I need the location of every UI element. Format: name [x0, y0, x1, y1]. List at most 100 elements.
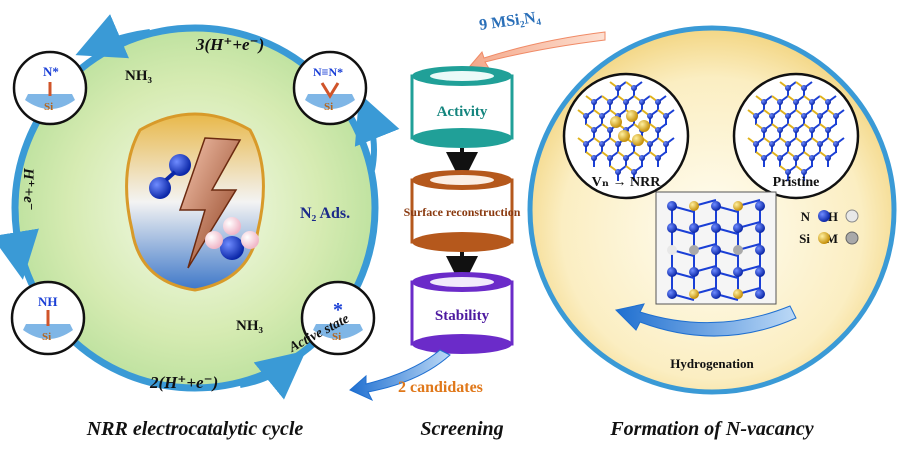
stage-activity-label: Activity — [437, 104, 488, 120]
n-atom — [793, 99, 799, 105]
n-atom — [583, 113, 589, 119]
slab-n-atom — [667, 223, 677, 233]
n-atom — [663, 141, 669, 147]
legend-swatch-n — [818, 210, 830, 222]
n-atom — [761, 127, 767, 133]
slab-si-atom — [733, 201, 743, 211]
slab-n-atom — [667, 267, 677, 277]
node-bottom-right-upper: * — [333, 299, 343, 321]
n-atom — [753, 113, 759, 119]
cycle-arrow-bottom — [239, 350, 306, 400]
node-top-right: N≡N* Si — [292, 50, 368, 126]
nrr-label: Vₙ → NRR — [592, 175, 662, 190]
node-top-left-upper: N* — [43, 64, 59, 79]
legend-si: Si — [799, 231, 810, 246]
n-atom — [583, 141, 589, 147]
n-atom — [769, 113, 775, 119]
slab-n-atom — [733, 267, 743, 277]
step-2-label: 2(H⁺+e⁻) — [149, 373, 218, 392]
n-atom — [647, 113, 653, 119]
node-bottom-right: * Si — [300, 280, 376, 356]
input-arrow — [469, 31, 606, 71]
nh3-molecule-n — [220, 236, 244, 260]
n-atom — [655, 127, 661, 133]
slab-n-atom — [689, 223, 699, 233]
n-atom — [809, 99, 815, 105]
node-top-left: N* Si — [12, 50, 88, 126]
n-atom — [663, 113, 669, 119]
slab-n-atom — [755, 201, 765, 211]
n-atom — [615, 169, 621, 175]
nh3-top-label: NH₃ — [125, 68, 153, 84]
n-atom — [801, 141, 807, 147]
legend-swatch-h — [845, 209, 859, 223]
node-bottom-left-lower: Si — [42, 331, 51, 343]
slab-h-atom — [667, 245, 677, 255]
n-atom — [623, 155, 629, 161]
slab-n-atom — [689, 267, 699, 277]
stage-stability-label: Stability — [435, 308, 490, 324]
vacancy-caption: Formation of N-vacancy — [609, 418, 813, 440]
step-1-label: H⁺+e⁻ — [20, 167, 36, 211]
si-atom — [618, 130, 630, 142]
slab-n-atom — [755, 223, 765, 233]
n-atom — [631, 169, 637, 175]
cycle-panel: 3(H⁺+e⁻) 2(H⁺+e⁻) H⁺+e⁻ NH₃ NH₃ N₂ Ads. … — [0, 14, 400, 440]
inset-pristine: Pristine — [732, 72, 860, 200]
n-atom — [785, 85, 791, 91]
si-atom — [632, 134, 644, 146]
n-atom — [591, 99, 597, 105]
atom-legend: H N M Si — [799, 209, 859, 246]
legend-n: N — [801, 209, 811, 224]
n-atom — [801, 169, 807, 175]
slab-m-atom — [733, 245, 743, 255]
n-atom — [631, 85, 637, 91]
slab-si-atom — [689, 289, 699, 299]
hydrogenation-label: Hydrogenation — [670, 356, 754, 371]
n-atom — [825, 127, 831, 133]
cycle-arrow-top — [75, 14, 151, 59]
n-atom — [793, 127, 799, 133]
n-atom — [777, 155, 783, 161]
si-atom — [638, 120, 650, 132]
hydrogenation-arrow — [614, 303, 797, 337]
screen-stage-stability: Stability — [410, 272, 514, 354]
slab-n-atom — [711, 267, 721, 277]
screening-panel: 9 MSi₂N₄ Activity Surface reconstruction… — [349, 9, 606, 440]
n-atom — [761, 99, 767, 105]
n-atom — [599, 113, 605, 119]
node-top-left-lower: Si — [44, 101, 53, 113]
n-atom — [599, 141, 605, 147]
n-atom — [591, 155, 597, 161]
n-atom — [591, 127, 597, 133]
n-atom — [825, 155, 831, 161]
n-atom — [793, 155, 799, 161]
n-atom — [623, 99, 629, 105]
slab-n-atom — [755, 289, 765, 299]
input-label: 9 MSi₂N₄ — [478, 9, 542, 34]
n-atom — [801, 113, 807, 119]
slab-n-atom — [733, 223, 743, 233]
cycle-arrow-left — [0, 189, 39, 280]
inset-nrr: Vₙ → NRR — [562, 72, 690, 200]
legend-swatch-m — [845, 231, 859, 245]
step-3-label: 3(H⁺+e⁻) — [195, 35, 264, 54]
slab-n-atom — [711, 201, 721, 211]
n2-triple-bond — [164, 170, 177, 182]
n-atom — [833, 113, 839, 119]
cycle-caption: NRR electrocatalytic cycle — [86, 418, 304, 440]
si-atom — [626, 110, 638, 122]
nh3-bottom-label: NH₃ — [236, 318, 264, 334]
output-label: 2 candidates — [398, 379, 483, 396]
n-atom — [769, 141, 775, 147]
screening-caption: Screening — [420, 418, 503, 440]
n-atom — [833, 141, 839, 147]
si-atom — [610, 116, 622, 128]
screen-stage-surface: Surface reconstruction — [404, 170, 521, 252]
nh3-molecule-h1 — [205, 231, 223, 249]
n-atom — [639, 99, 645, 105]
n-atom — [809, 155, 815, 161]
n-atom — [785, 141, 791, 147]
node-top-right-lower: Si — [324, 101, 333, 113]
n-atom — [785, 169, 791, 175]
